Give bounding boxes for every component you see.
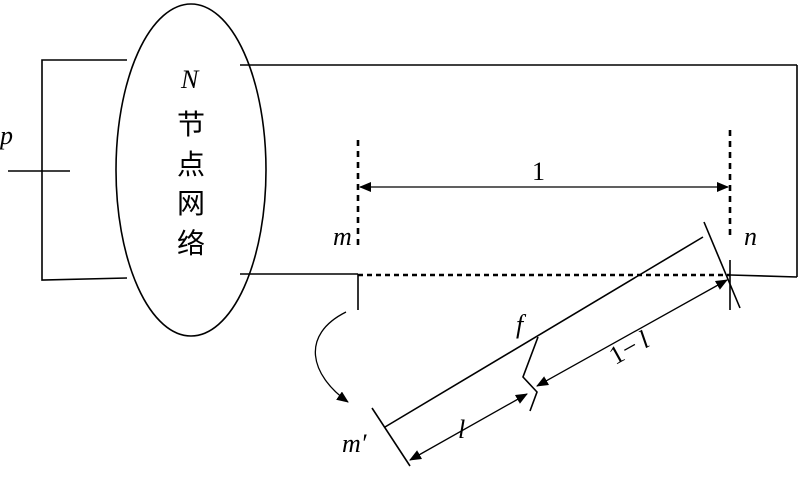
segment-l-arrow (409, 393, 528, 461)
network-char-3: 网 (177, 187, 205, 220)
rotated-line (384, 236, 704, 428)
network-char-1: 节 (177, 108, 205, 141)
segment-l-label: l (458, 415, 465, 444)
label-m: m (333, 222, 352, 251)
fault-marker (522, 336, 539, 412)
label-m-prime: m′ (342, 429, 367, 458)
end-tick-n (703, 221, 741, 309)
segment-rest-label: 1 − l (604, 325, 654, 370)
rotation-arrow (314, 311, 349, 403)
label-n: n (744, 222, 757, 251)
label-f: f (516, 310, 527, 339)
network-char-4: 络 (177, 227, 205, 260)
network-char-2: 点 (177, 148, 205, 181)
label-p: p (0, 121, 13, 150)
network-ellipse (115, 3, 267, 337)
end-tick-m-prime (371, 407, 411, 467)
span-label: 1 (532, 157, 545, 186)
network-boundary (41, 59, 798, 281)
label-N: N (180, 65, 200, 94)
segment-rest-arrow (536, 279, 728, 387)
